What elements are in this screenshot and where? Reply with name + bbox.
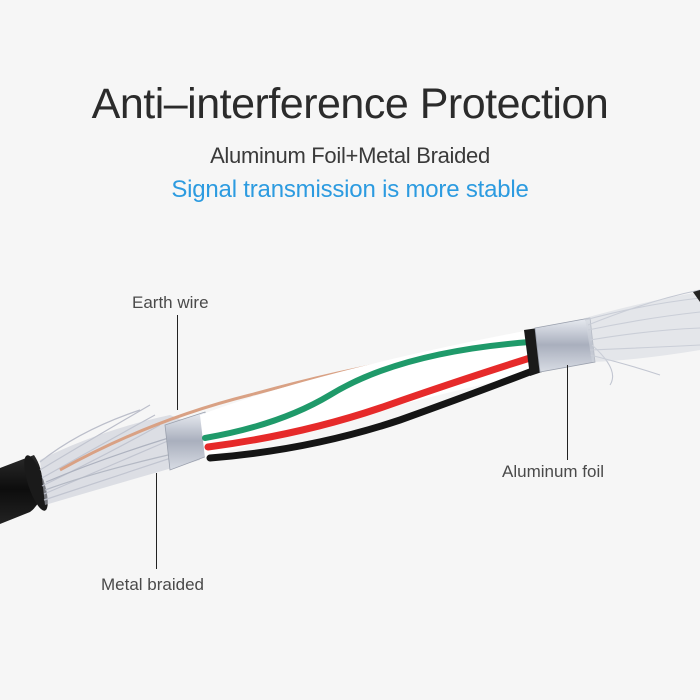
callout-earth-wire-label: Earth wire — [132, 293, 209, 312]
page-title: Anti–interference Protection — [91, 80, 609, 128]
wire-green — [202, 339, 533, 441]
aluminum-foil-right — [534, 317, 596, 373]
wire-red — [204, 354, 534, 451]
callout-metal-braided-line — [156, 473, 157, 569]
callout-earth-wire-line — [177, 315, 178, 410]
wire-black — [206, 366, 539, 462]
tagline: Signal transmission is more stable — [171, 176, 529, 203]
cable-jacket — [0, 455, 48, 524]
callout-aluminum-foil-label: Aluminum foil — [502, 462, 605, 481]
callout-metal-braided-label: Metal braided — [101, 575, 205, 594]
subtitle: Aluminum Foil+Metal Braided — [210, 143, 490, 168]
callout-aluminum-foil-line — [567, 365, 568, 460]
